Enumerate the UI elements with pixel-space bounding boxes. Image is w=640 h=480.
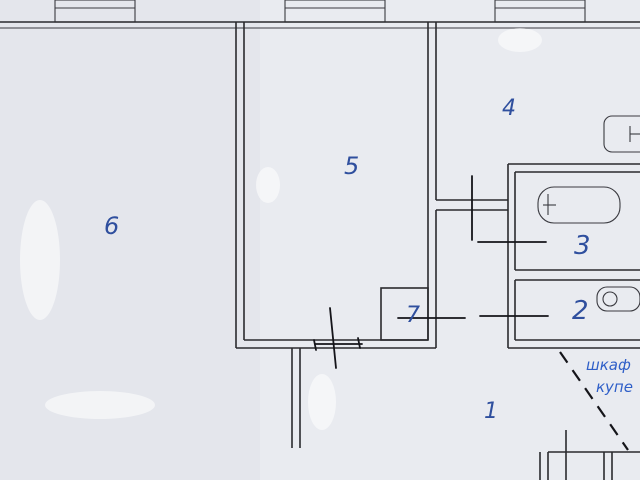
room-label-1: 1 bbox=[484, 399, 498, 424]
room-label-3: 3 bbox=[574, 231, 591, 261]
wet-block bbox=[507, 163, 640, 349]
wardrobe-note-line1: шкаф bbox=[586, 356, 631, 374]
bathtub-icon bbox=[537, 186, 621, 224]
handwritten-marks bbox=[313, 175, 549, 369]
room-label-6: 6 bbox=[104, 212, 119, 240]
room-7-pantry bbox=[380, 287, 429, 341]
room-label-5: 5 bbox=[344, 152, 359, 180]
room-5-walls bbox=[235, 22, 437, 448]
room-label-2: 2 bbox=[572, 296, 589, 326]
room-label-7: 7 bbox=[406, 303, 420, 328]
wardrobe-note-line2: купе bbox=[596, 378, 633, 396]
entrance-walls bbox=[539, 430, 640, 480]
sink-icon bbox=[596, 286, 640, 312]
wardrobe-dashed-line bbox=[559, 351, 629, 451]
stove-icon bbox=[603, 115, 640, 153]
top-windows bbox=[0, 0, 640, 29]
redaction-patches bbox=[20, 28, 542, 430]
room-label-4: 4 bbox=[502, 96, 516, 121]
